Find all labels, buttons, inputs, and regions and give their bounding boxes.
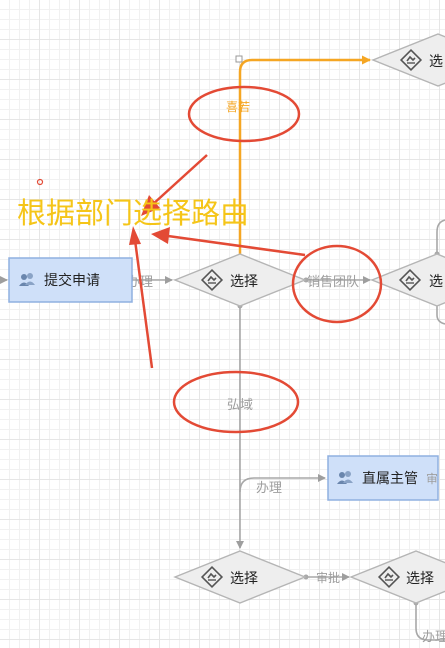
edge-label-hongyu: 弘域 bbox=[227, 398, 253, 413]
task-label-suffix: 审 bbox=[426, 471, 438, 486]
annotation-arrow-3 bbox=[129, 226, 154, 369]
gateway-bottom-choice[interactable]: 选择 bbox=[173, 550, 307, 604]
gateway-label: 选 bbox=[429, 54, 443, 70]
gateway-label: 选 bbox=[429, 274, 443, 290]
edge-xiruo-highlight[interactable] bbox=[235, 55, 371, 254]
task-submit-request[interactable]: 提交申请 bbox=[8, 257, 133, 303]
gateway-mid-right[interactable]: 选 bbox=[370, 253, 445, 307]
gateway-main-choice[interactable]: 选择 bbox=[173, 253, 307, 307]
annotation-arrow-1 bbox=[141, 154, 208, 216]
edge-label-handle-2: 办理 bbox=[256, 481, 282, 496]
annotation-arrow-2 bbox=[151, 227, 306, 257]
edge-choice-down[interactable] bbox=[236, 303, 244, 549]
annotation-dot bbox=[36, 178, 44, 186]
annotation-title: 根据部门选择路由 bbox=[17, 196, 249, 230]
gateway-label: 选择 bbox=[230, 571, 258, 587]
annotation-overlay: 根据部门选择路由 bbox=[17, 85, 383, 434]
edge-label-approve: 审批 bbox=[316, 570, 340, 585]
edge-label-handle-3: 办理 bbox=[422, 630, 445, 645]
edge-label-xiruo: 喜若 bbox=[226, 100, 250, 114]
edge-to-supervisor[interactable] bbox=[239, 474, 326, 493]
highlight-ellipse-sales-team bbox=[291, 244, 383, 324]
task-direct-supervisor[interactable]: 直属主管 审 bbox=[327, 455, 439, 501]
gateway-label: 选择 bbox=[230, 274, 258, 290]
highlight-ellipse-xiruo bbox=[187, 85, 301, 143]
gateway-label: 选择 bbox=[406, 571, 434, 587]
task-label: 提交申请 bbox=[44, 272, 100, 289]
edge-label-sales-team: 销售团队 bbox=[307, 274, 359, 290]
task-label: 直属主管 bbox=[362, 470, 418, 487]
gateway-top-right[interactable]: 选 bbox=[371, 33, 445, 87]
highlight-ellipse-hongyu bbox=[172, 370, 300, 434]
gateway-bottom-right[interactable]: 选择 bbox=[349, 550, 445, 604]
